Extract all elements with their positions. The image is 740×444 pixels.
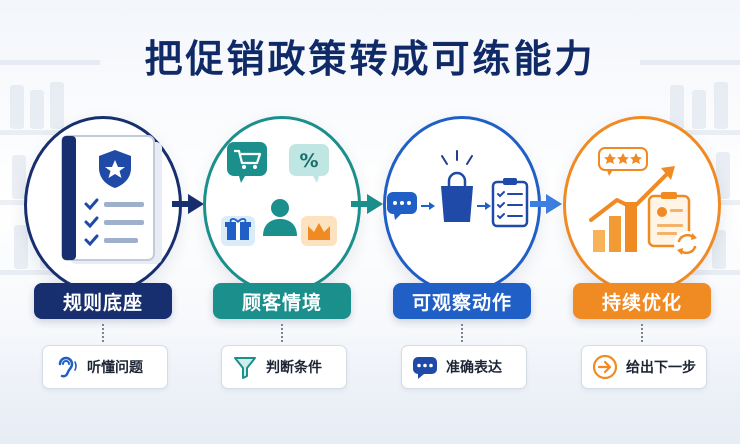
stage-label: 可观察动作 <box>393 283 531 319</box>
filter-icon <box>234 357 256 379</box>
customer-icon <box>263 199 297 236</box>
arrow-right-circle-icon <box>592 354 618 380</box>
chat-bubble-icon <box>387 192 417 220</box>
shopping-bag-icon <box>441 150 473 222</box>
stage-circle <box>563 116 721 294</box>
ear-icon <box>58 356 77 378</box>
speech-bubble-icon <box>413 357 437 379</box>
chip-next-step: 给出下一步 <box>581 345 707 389</box>
stage-observable-action: 可观察动作 准确表达 <box>371 0 551 444</box>
policy-document-icon <box>61 135 162 264</box>
star-rating-icon <box>598 147 648 176</box>
svg-text:%: % <box>299 150 318 172</box>
flow-arrow-2 <box>351 194 383 214</box>
dotted-connector <box>102 324 104 342</box>
profile-card-icon <box>647 192 691 248</box>
page-title: 把促销政策转成可练能力 <box>144 37 596 81</box>
stage-rule-foundation: 规则底座 听懂问题 <box>12 0 192 444</box>
chip-text: 听懂问题 <box>87 360 143 376</box>
flow-arrow-3 <box>530 194 562 214</box>
stage-customer-context: % 顾客情境 判断条件 <box>191 0 371 444</box>
refresh-icon <box>674 231 700 257</box>
chip-listen-question: 听懂问题 <box>42 345 168 389</box>
chip-text: 判断条件 <box>266 360 322 376</box>
chip-accurate-expression: 准确表达 <box>401 345 527 389</box>
crown-icon <box>301 216 337 246</box>
dotted-connector <box>461 324 463 342</box>
stage-label: 顾客情境 <box>213 283 351 319</box>
growth-chart-icon <box>589 166 675 252</box>
customer-context-illustration: % <box>221 142 337 246</box>
optimization-illustration <box>589 147 700 257</box>
chip-judge-condition: 判断条件 <box>221 345 347 389</box>
shopping-cart-icon <box>227 142 267 183</box>
flow-arrow-1 <box>172 194 204 214</box>
observable-action-illustration <box>387 150 529 228</box>
checklist-icon <box>491 178 529 228</box>
gift-icon <box>221 216 255 246</box>
dotted-connector <box>281 324 283 342</box>
chip-text: 准确表达 <box>446 360 502 376</box>
stage-label: 规则底座 <box>34 283 172 319</box>
stage-continuous-optimization: 持续优化 给出下一步 <box>551 0 731 444</box>
chip-text: 给出下一步 <box>626 360 696 376</box>
dotted-connector <box>641 324 643 342</box>
stage-label: 持续优化 <box>573 283 711 319</box>
percent-icon: % <box>289 144 329 183</box>
